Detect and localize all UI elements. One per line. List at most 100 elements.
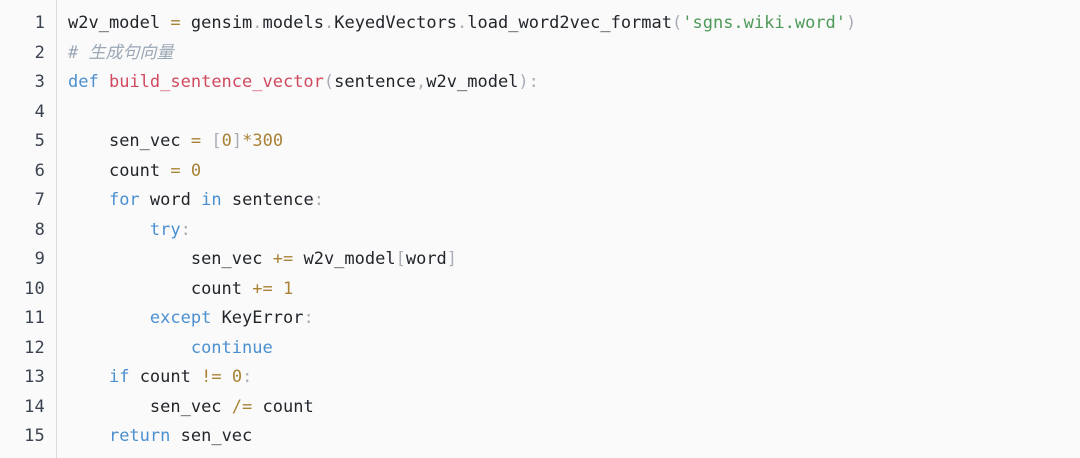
- code-token-id: [201, 131, 211, 151]
- line-number: 5: [34, 131, 45, 151]
- line-number: 12: [24, 337, 45, 358]
- line-number: 15: [24, 426, 45, 446]
- line-number: 14: [24, 396, 45, 417]
- code-token-id: [181, 161, 191, 181]
- code-line[interactable]: [68, 98, 1080, 128]
- code-line[interactable]: try:: [68, 216, 1080, 246]
- line-number: 6: [34, 160, 45, 181]
- code-token-punc: (: [323, 72, 335, 92]
- code-token-punc: :: [528, 72, 539, 92]
- code-line[interactable]: sen_vec /= count: [68, 393, 1080, 423]
- code-token-punc: :: [303, 308, 314, 328]
- line-number: 2: [34, 42, 45, 63]
- code-line[interactable]: # 生成句向量: [68, 39, 1080, 69]
- code-token-kw: except: [149, 308, 212, 328]
- code-line[interactable]: sen_vec += w2v_model[word]: [68, 245, 1080, 275]
- code-token-kw: in: [201, 190, 222, 210]
- code-token-punc: .: [252, 13, 263, 33]
- code-token-id: [273, 279, 283, 299]
- code-line[interactable]: w2v_model = gensim.models.KeyedVectors.l…: [68, 9, 1080, 39]
- code-line[interactable]: sen_vec = [0]*300: [68, 127, 1080, 157]
- code-token-fn: build_sentence_vector: [108, 72, 324, 92]
- code-token-kw: if: [108, 367, 130, 387]
- code-token-op: +=: [252, 278, 273, 299]
- code-token-id: count: [262, 396, 314, 417]
- code-line[interactable]: continue: [68, 334, 1080, 364]
- line-number: 11: [24, 308, 45, 328]
- line-number: 3: [34, 72, 45, 92]
- code-token-id: sentence: [334, 72, 417, 92]
- code-token-id: word: [405, 249, 447, 269]
- code-token-id: [170, 426, 180, 446]
- code-token-punc: ): [518, 72, 529, 92]
- code-token-id: w2v_model: [303, 249, 396, 269]
- code-token-id: [262, 249, 272, 269]
- code-line[interactable]: if count != 0:: [68, 363, 1080, 393]
- code-token-id: sen_vec: [108, 131, 181, 151]
- code-token-id: [68, 338, 191, 358]
- code-line[interactable]: count += 1: [68, 275, 1080, 305]
- code-token-id: sentence: [231, 190, 314, 210]
- code-token-id: [68, 249, 191, 269]
- code-token-id: [68, 161, 109, 181]
- code-token-id: [140, 190, 150, 210]
- code-token-kw: return: [108, 426, 171, 446]
- code-token-punc: :: [313, 190, 324, 210]
- code-token-id: [129, 367, 139, 387]
- code-line[interactable]: except KeyError:: [68, 304, 1080, 334]
- code-token-id: sen_vec: [149, 396, 222, 417]
- code-token-id: [222, 190, 232, 210]
- code-token-punc: :: [180, 219, 191, 240]
- code-token-id: [222, 397, 232, 417]
- code-token-num: 0: [190, 160, 202, 181]
- code-content-area[interactable]: w2v_model = gensim.models.KeyedVectors.l…: [58, 0, 1080, 458]
- code-token-punc: ,: [416, 72, 427, 92]
- code-token-id: [252, 397, 262, 417]
- code-token-op: +=: [272, 249, 294, 269]
- code-token-op: *: [242, 131, 253, 151]
- code-token-id: w2v_model: [426, 72, 519, 92]
- code-token-id: gensim: [190, 13, 253, 33]
- code-token-punc: ]: [446, 249, 458, 269]
- line-number: 7: [34, 190, 45, 210]
- code-token-id: [68, 131, 109, 151]
- code-token-kw: for: [108, 190, 140, 210]
- code-token-op: =: [190, 131, 202, 151]
- code-token-id: [160, 13, 170, 33]
- code-token-str: 'sgns.wiki.word': [682, 13, 847, 33]
- code-token-id: count: [139, 367, 191, 387]
- code-token-op: !=: [201, 367, 222, 387]
- code-token-op: /=: [231, 396, 253, 417]
- code-token-punc: .: [323, 13, 335, 33]
- code-token-com: # 生成句向量: [68, 42, 174, 63]
- code-token-id: [68, 308, 150, 328]
- code-line[interactable]: def build_sentence_vector(sentence,w2v_m…: [68, 68, 1080, 98]
- code-token-id: [99, 72, 109, 92]
- code-token-kw: def: [68, 72, 99, 92]
- code-token-punc: ]: [231, 131, 243, 151]
- line-number: 8: [34, 219, 45, 240]
- code-token-id: [181, 13, 191, 33]
- line-number: 9: [34, 249, 45, 269]
- code-token-id: count: [108, 160, 161, 181]
- code-token-id: [160, 161, 170, 181]
- code-token-id: [191, 367, 201, 387]
- code-token-op: =: [170, 160, 181, 181]
- code-line[interactable]: for word in sentence:: [68, 186, 1080, 216]
- line-number: 13: [24, 367, 45, 387]
- code-token-num: 0: [221, 131, 232, 151]
- code-token-id: word: [149, 190, 191, 210]
- code-token-id: sen_vec: [180, 426, 253, 446]
- code-token-id: [242, 279, 252, 299]
- code-token-id: KeyedVectors: [334, 13, 458, 33]
- code-line[interactable]: return sen_vec: [68, 422, 1080, 452]
- code-token-id: count: [190, 278, 243, 299]
- code-token-num: 300: [252, 131, 284, 151]
- code-token-punc: ): [846, 13, 857, 33]
- code-line[interactable]: count = 0: [68, 157, 1080, 187]
- code-token-id: [68, 426, 109, 446]
- code-token-id: [191, 190, 201, 210]
- code-token-id: [293, 249, 303, 269]
